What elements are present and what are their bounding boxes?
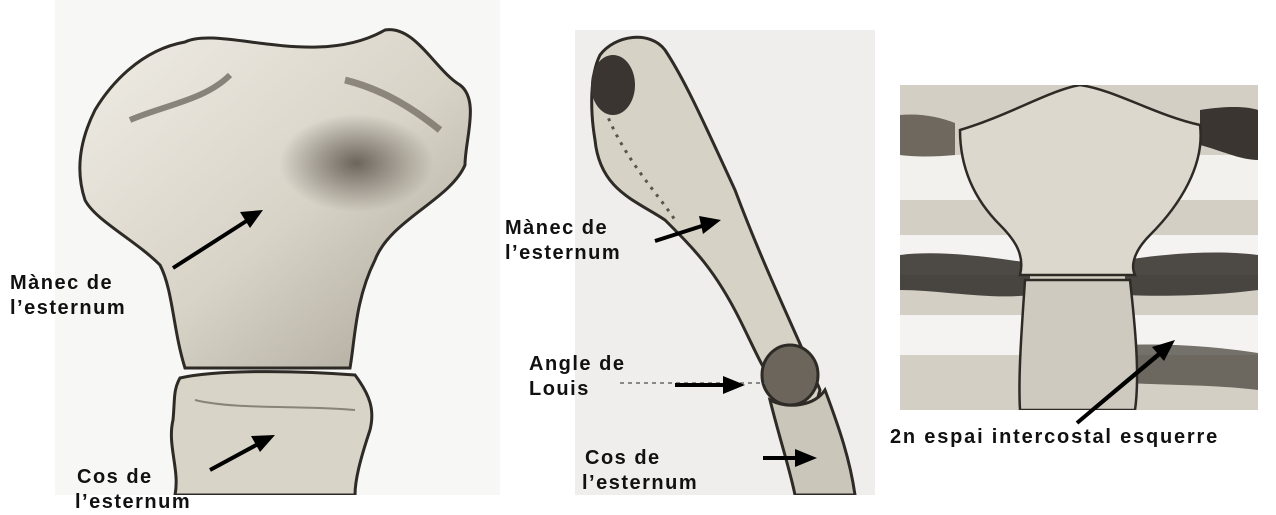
side-angle-label-line2: Louis xyxy=(529,377,625,402)
side-angle-label: Angle de Louis xyxy=(529,352,625,402)
intercostal-space-label: 2n espai intercostal esquerre xyxy=(890,425,1219,450)
side-manubrium-label: Mànec de l’esternum xyxy=(505,216,621,266)
front-manubrium-label-line1: Mànec de xyxy=(10,271,126,296)
front-view-illustration xyxy=(55,0,500,495)
side-angle-label-line1: Angle de xyxy=(529,352,625,377)
rib-upper-right xyxy=(1125,253,1258,296)
side-angle-joint xyxy=(762,345,818,405)
front-body-label: Cos de l’esternum xyxy=(75,465,191,515)
front-view-panel xyxy=(55,0,500,495)
side-manubrium-label-line2: l’esternum xyxy=(505,241,621,266)
side-body-label-line2: l’esternum xyxy=(582,471,698,496)
front-body-label-line2: l’esternum xyxy=(75,490,191,515)
side-body-label-line1: Cos de xyxy=(582,446,698,471)
front-body-shape xyxy=(171,372,371,495)
side-body-label: Cos de l’esternum xyxy=(582,446,698,496)
front-body-label-line1: Cos de xyxy=(75,465,191,490)
intercostal-arrow-overlay xyxy=(1060,325,1190,435)
side-manubrium-label-line1: Mànec de xyxy=(505,216,621,241)
front-manubrium-label: Mànec de l’esternum xyxy=(10,271,126,321)
front-manubrium-label-line2: l’esternum xyxy=(10,296,126,321)
side-clavicular-notch xyxy=(591,55,635,115)
